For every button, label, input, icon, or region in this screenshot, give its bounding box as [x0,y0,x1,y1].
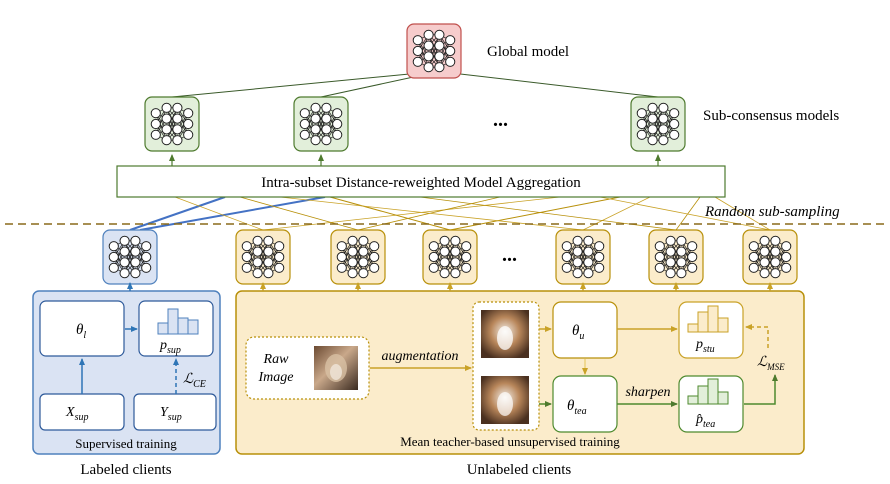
mse-to-pstu-dashed [745,324,769,348]
model-nodes [102,23,798,285]
sharpen-label: sharpen [625,385,670,400]
aggregation-box [116,165,726,198]
theta-tea-label: θtea [567,398,587,417]
theta-l-box [39,300,125,357]
x-sup-label: Xsup [65,405,88,423]
p-sup-histogram [157,308,199,335]
p-tea-histogram [687,378,729,405]
ptea-to-mse-arrow [744,374,778,405]
theta-l-label: θl [76,322,86,341]
global-model-label: Global model [487,44,569,60]
unlabeled-client-model-1 [235,229,291,285]
loss-ce-label: ℒCE [183,372,206,390]
raw-dog-image [314,346,358,390]
aggregation-label: Intra-subset Distance-reweighted Model A… [261,175,581,191]
mean-teacher-label: Mean teacher-based unsupervised training [400,434,620,449]
supervised-training-label: Supervised training [75,436,177,451]
p-stu-label: pstu [695,337,715,355]
theta-u-label: θu [572,323,584,342]
theta-u-box [552,301,618,359]
loss-mse-label: ℒMSE [757,355,785,372]
y-sup-box [133,393,217,431]
client-up-arrows [127,282,773,291]
sub-consensus-node-3 [630,96,686,152]
sub-consensus-node-1 [144,96,200,152]
random-subsampling-label: Random sub-sampling [704,204,840,220]
unlabeled-client-model-3 [422,229,478,285]
augmented-dog-2 [481,376,529,424]
p-stu-histogram [687,305,729,333]
p-sup-label: psup [159,338,181,356]
labeled-clients-caption: Labeled clients [80,462,171,478]
labeled-content: θl psup Xsup Ysup ℒCE Supervised trainin… [39,300,217,451]
unlabeled-client-model-6 [742,229,798,285]
augmented-dog-1 [481,310,529,358]
unlabeled-content: Raw Image augmentation θu θtea [245,301,785,449]
theta-tea-box [552,375,618,433]
client-ellipsis: ... [502,244,517,266]
aggregation-up-arrows [169,154,661,166]
unlabeled-clients-caption: Unlabeled clients [467,462,572,478]
sampling-lines [129,196,771,231]
sub-consensus-label: Sub-consensus models [703,108,839,124]
unlabeled-client-model-2 [330,229,386,285]
y-sup-label: Ysup [160,405,182,423]
raw-image-label-1: Raw [263,352,290,367]
sub-consensus-node-2 [293,96,349,152]
global-model-node [406,23,462,79]
raw-image-label-2: Image [258,370,294,385]
augmentation-label: augmentation [382,349,459,364]
unlabeled-client-model-5 [648,229,704,285]
p-tea-label: p̂tea [695,412,715,430]
labeled-client-model [102,229,158,285]
unlabeled-client-model-4 [555,229,611,285]
sub-ellipsis: ... [493,109,508,131]
